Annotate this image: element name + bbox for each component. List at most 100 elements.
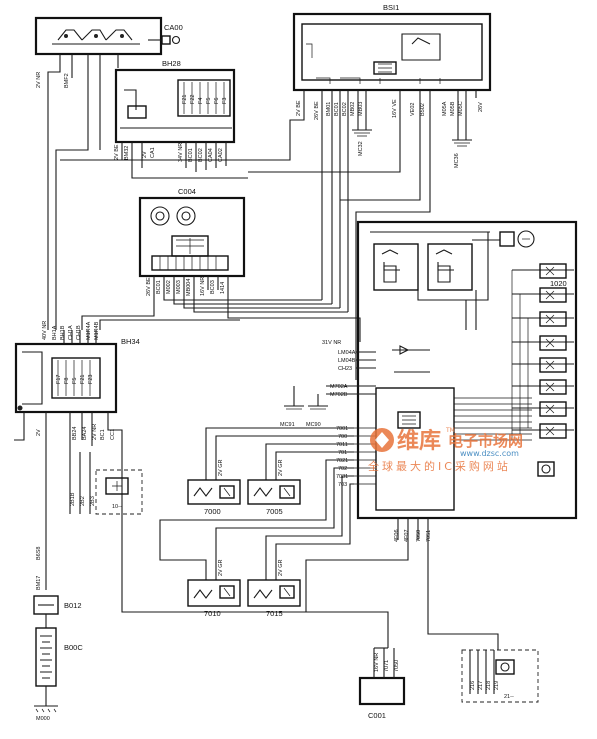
bh28-pin: F22 — [190, 95, 196, 104]
bh34-wire: 2V NR — [92, 424, 98, 440]
ground-mc90: MC90 — [306, 405, 328, 428]
bh28-wire: CA02 — [218, 148, 224, 162]
bh34-wire: BB24 — [72, 427, 78, 440]
wire-2v-be-label: 2V BE — [114, 144, 120, 160]
wire-2v-label: 2V — [142, 151, 148, 158]
c001-pin: 16V NR — [374, 653, 380, 672]
module-10-dashed: 10-- 2B1B 2B2 2B3 — [69, 452, 143, 515]
bsi-pin: MB02 — [350, 102, 356, 116]
bh34-pin: CH1B — [76, 325, 82, 340]
ctrl-input-labels: 31V NR LM04A LM04B CH23 M702A M702B — [322, 340, 356, 398]
sensor-7005-label: 7005 — [266, 507, 283, 516]
ctrl-signal: 7021 — [336, 458, 348, 464]
bsi-pin: 16V VE — [392, 99, 398, 118]
actuator-ladder — [512, 263, 574, 439]
watermark-brand-cn: 维库 — [397, 428, 441, 454]
bh34-wire: BC1 — [100, 429, 106, 440]
c001-unit: C001 16V NR 7071 7050 — [358, 648, 406, 720]
bh34-wire: CC1 — [110, 429, 116, 440]
module-10-label: 10-- — [112, 504, 122, 510]
ctrl-signal: 700 — [338, 434, 347, 440]
module-10-pin: 2B3 — [90, 496, 96, 506]
bh28-pin: F5 — [206, 98, 212, 104]
ground-mc91: MC91 — [280, 405, 304, 428]
ground-m000: M000 — [34, 705, 58, 722]
bh34-pin: BH1B — [60, 325, 66, 340]
c004-pin: M002 — [166, 280, 172, 294]
sensor-7000-label: 7000 — [204, 507, 221, 516]
module-10-pin: 2B2 — [80, 496, 86, 506]
bsi-pin: MB03 — [358, 102, 364, 116]
c004-pin: BC01 — [156, 280, 162, 294]
bh28-fuse-box: BH28 F21 F22 F4 F5 F6 F3 — [114, 59, 236, 144]
watermark-tm: TM — [445, 427, 455, 434]
sensor-7005: 2V GR 7005 — [247, 459, 301, 516]
bh34-fuse: F23 — [88, 375, 94, 384]
c004-pin-labels: 26V BE BC01 M002 M003 MB004 16V NR BC03 … — [146, 277, 226, 296]
bsi-pin: BC01 — [334, 102, 340, 116]
bh34-pin: CH1A — [68, 325, 74, 340]
wire-31v-nr-label: 31V NR — [322, 340, 341, 346]
c001-pin: 7071 — [384, 660, 390, 672]
ctrl-signal: 701 — [338, 450, 347, 456]
sensor-7010-label: 7010 — [204, 609, 221, 618]
c004-pin: BC03 — [210, 280, 216, 294]
bsi-pin: 26V BE — [314, 101, 320, 120]
ctrl-bottom: 7051 — [426, 530, 432, 542]
wire-2v-nr-label: 2V NR — [36, 72, 42, 88]
wire-bm32-label: BM32 — [124, 146, 130, 160]
ca00-label: CA00 — [164, 23, 183, 32]
bh34-label: BH34 — [121, 337, 140, 346]
module-21-pin: 216 — [470, 681, 476, 690]
bsi1-label: BSI1 — [383, 3, 399, 12]
watermark-url: www.dzsc.com — [460, 449, 519, 458]
bh34-pin: BH1A — [52, 325, 58, 340]
ground-mc91-label: MC91 — [280, 422, 295, 428]
b012-label: B012 — [64, 601, 82, 610]
ctrl-signal: 703 — [338, 482, 347, 488]
wire-ca1-label: CA1 — [150, 147, 156, 158]
bsi1-box: BSI1 — [292, 3, 492, 92]
bh34-wire: 2V — [36, 429, 42, 436]
bh34-bottom-wires: 2V BB24 BA24 2V NR BC1 CC1 — [36, 424, 116, 440]
ctrl-signal: 7011 — [336, 442, 348, 448]
bsi-pin: BC02 — [342, 102, 348, 116]
ground-mc32: MC32 — [352, 129, 372, 156]
ctrl-bottom: 4F07 — [404, 529, 410, 542]
module-21-pin: 219 — [494, 681, 500, 690]
c001-label: C001 — [368, 711, 386, 720]
bsi-pin: BM01 — [326, 102, 332, 116]
wire-bm17-label: BM17 — [36, 576, 42, 590]
module-21-pin: 218 — [486, 681, 492, 690]
bsi-pin: B502 — [420, 103, 426, 116]
module-21-dashed: 216 217 218 219 21-- — [461, 649, 539, 703]
watermark: 维库 电子市场网 TM www.dzsc.com 全球最大的IC采购网站 — [368, 427, 523, 473]
c1020-label: 1020 — [550, 279, 567, 288]
sensor-7015-label: 7015 — [266, 609, 283, 618]
module-21-label: 21-- — [504, 694, 514, 700]
c004-label: C004 — [178, 187, 196, 196]
bh34-fuse: F21 — [80, 375, 86, 384]
ctrl-bottom: 7050 — [416, 530, 422, 542]
bh28-label: BH28 — [162, 59, 181, 68]
ctrl-signal: 7001 — [336, 426, 348, 432]
bh34-top-pins: 40V NR BH1A BH1B CH1A CH1B M1R4A M1R4B — [42, 321, 100, 340]
bsi-pin-strip: 2V BE 26V BE BM01 BC01 BC02 MB02 MB03 16… — [296, 99, 484, 120]
bh34-fuse: F8 — [64, 378, 70, 384]
bh28-pin: F21 — [182, 95, 188, 104]
bh28-wire: CA04 — [208, 148, 214, 162]
bsi-pin: M05A — [442, 101, 448, 116]
ground-mc36: MC36 — [452, 139, 472, 168]
bh28-pin: F4 — [198, 98, 204, 104]
c004-pin: 26V BE — [146, 277, 152, 296]
bh34-pin: M1R4B — [94, 321, 100, 340]
bh34-fuse: F17 — [56, 375, 62, 384]
ctrl-ground: M702A — [330, 384, 348, 390]
wire-bmf2-label: BMF2 — [64, 73, 70, 88]
wire-2v-gr-label-7005: 2V GR — [278, 459, 284, 476]
wire-b6s8-label: B6S8 — [36, 547, 42, 560]
c004-pin: M003 — [176, 280, 182, 294]
ground-mc36-label: MC36 — [454, 153, 460, 168]
bsi-pin: M05C — [458, 101, 464, 116]
watermark-brand-text: 电子市场网 — [448, 432, 523, 450]
